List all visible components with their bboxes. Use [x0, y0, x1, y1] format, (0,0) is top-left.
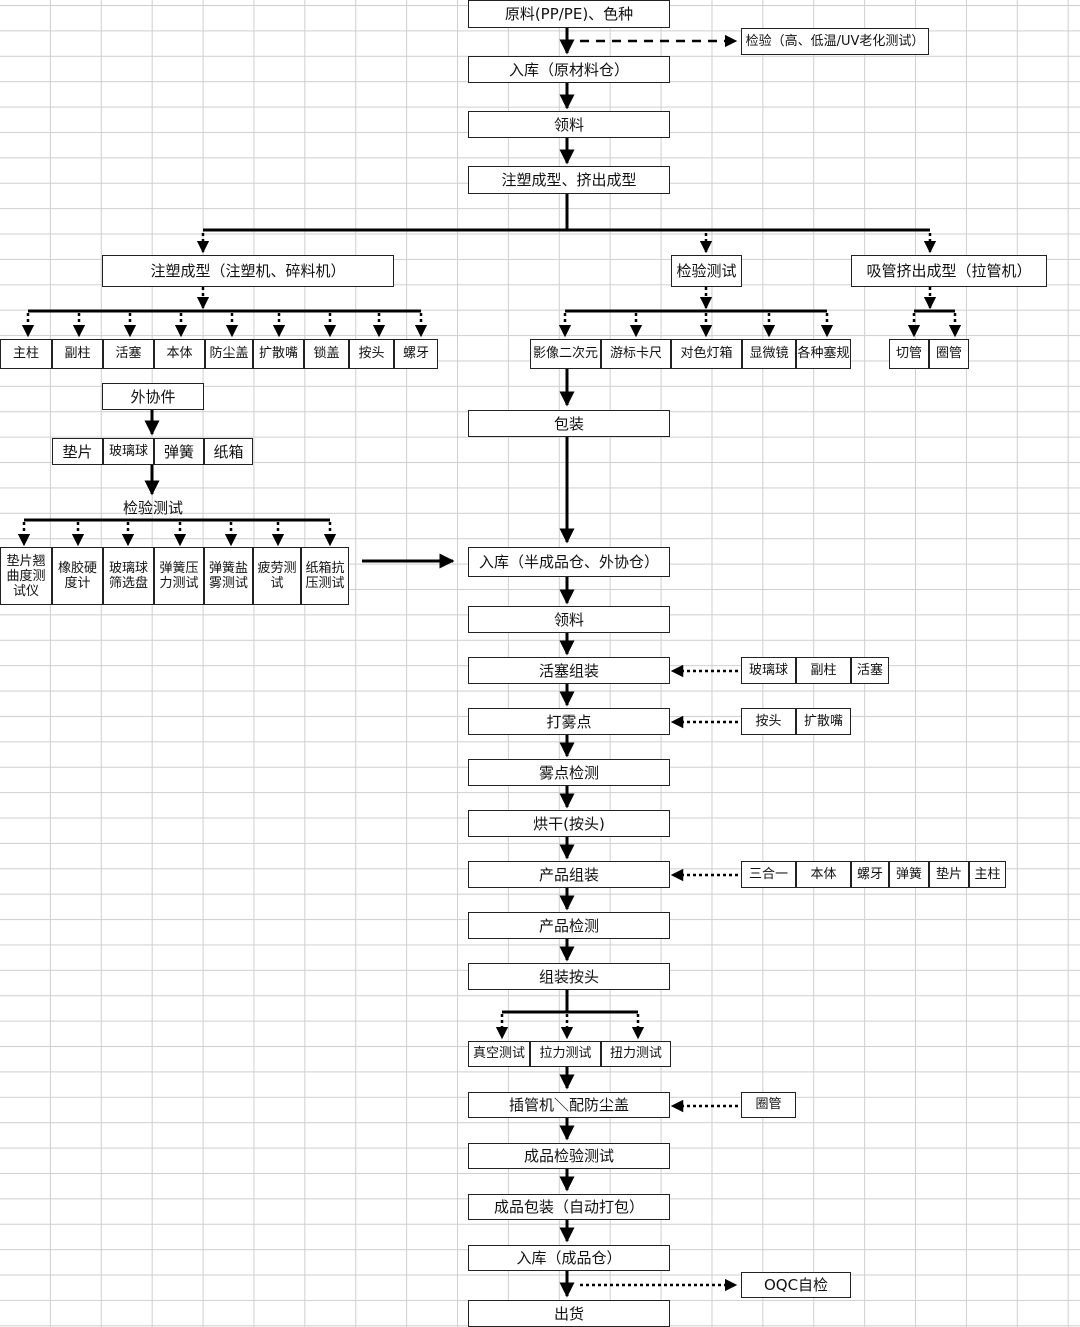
raw-material-box: 原料(PP/PE)、色种	[468, 0, 670, 28]
warehouse-raw-box: 入库（原材料仓）	[468, 56, 670, 83]
head-test-box: 拉力测试	[530, 1041, 601, 1067]
raw-inspection-box: 检验（高、低温/UV老化测试）	[741, 28, 929, 55]
part-box: 副柱	[52, 339, 103, 369]
spray-input-box: 按头	[741, 708, 796, 735]
part-box: 扩散嘴	[253, 339, 304, 369]
piston-assembly-box: 活塞组装	[468, 657, 670, 684]
product-inspect-box: 产品检测	[468, 912, 670, 939]
tool-box: 显微镜	[742, 339, 796, 369]
outsource-test-box: 疲劳测试	[253, 547, 301, 605]
part-box: 本体	[154, 339, 205, 369]
pick-material-2-box: 领料	[468, 606, 670, 633]
part-box: 活塞	[103, 339, 154, 369]
product-input-box: 弹簧	[889, 861, 929, 888]
injection-title-box: 注塑成型（注塑机、碎料机）	[102, 255, 394, 287]
outsource-part-box: 纸箱	[204, 438, 253, 465]
spray-point-box: 打雾点	[468, 708, 670, 735]
outsource-test-box: 弹簧压力测试	[154, 547, 204, 605]
piston-input-box: 活塞	[851, 657, 889, 684]
product-input-box: 三合一	[741, 861, 796, 888]
extrusion-title-box: 吸管挤出成型（拉管机）	[851, 255, 1047, 287]
tool-box: 各种塞规	[796, 339, 851, 369]
product-input-box: 本体	[796, 861, 851, 888]
outsource-part-box: 垫片	[52, 438, 103, 465]
molding-box: 注塑成型、挤出成型	[468, 166, 670, 194]
warehouse-semi-box: 入库（半成品仓、外协仓）	[468, 547, 670, 577]
extrusion-part-box: 圈管	[929, 339, 969, 369]
part-box: 锁盖	[304, 339, 349, 369]
warehouse-final-box: 入库（成品仓）	[468, 1245, 670, 1271]
final-inspect-box: 成品检验测试	[468, 1143, 670, 1169]
spray-inspect-box: 雾点检测	[468, 759, 670, 786]
head-test-box: 真空测试	[468, 1041, 530, 1067]
tool-box: 对色灯箱	[671, 339, 742, 369]
tube-insert-box: 插管机＼配防尘盖	[468, 1092, 670, 1118]
product-input-box: 主柱	[969, 861, 1006, 888]
drying-box: 烘干(按头)	[468, 810, 670, 837]
product-assembly-box: 产品组装	[468, 861, 670, 888]
part-box: 防尘盖	[205, 339, 253, 369]
tool-box: 影像二次元	[530, 339, 601, 369]
outsource-test-box: 玻璃球筛选盘	[103, 547, 154, 605]
outsource-test-title: 检验测试	[122, 498, 183, 517]
packing-box: 包装	[468, 410, 670, 437]
pick-material-box: 领料	[468, 111, 670, 138]
outsource-part-box: 弹簧	[154, 438, 204, 465]
outsource-test-box: 垫片翘曲度测试仪	[0, 547, 52, 605]
tool-box: 游标卡尺	[601, 339, 671, 369]
piston-input-box: 副柱	[796, 657, 851, 684]
outsource-part-box: 玻璃球	[103, 438, 154, 465]
product-input-box: 垫片	[929, 861, 969, 888]
outsource-test-box: 橡胶硬度计	[52, 547, 103, 605]
outsource-test-box: 弹簧盐雾测试	[204, 547, 253, 605]
assemble-head-box: 组装按头	[468, 963, 670, 990]
head-test-box: 扭力测试	[601, 1041, 671, 1067]
extrusion-part-box: 切管	[889, 339, 929, 369]
part-box: 主柱	[0, 339, 52, 369]
final-pack-box: 成品包装（自动打包）	[468, 1194, 670, 1220]
product-input-box: 螺牙	[851, 861, 889, 888]
inspection-title-box: 检验测试	[671, 255, 742, 287]
oqc-box: OQC自检	[741, 1272, 851, 1298]
spray-input-box: 扩散嘴	[796, 708, 851, 735]
part-box: 螺牙	[394, 339, 438, 369]
outsource-title-box: 外协件	[102, 383, 204, 410]
piston-input-box: 玻璃球	[741, 657, 796, 684]
outsource-test-box: 纸箱抗压测试	[301, 547, 349, 605]
part-box: 按头	[349, 339, 394, 369]
tube-input-box: 圈管	[741, 1092, 796, 1118]
shipment-box: 出货	[468, 1300, 670, 1327]
